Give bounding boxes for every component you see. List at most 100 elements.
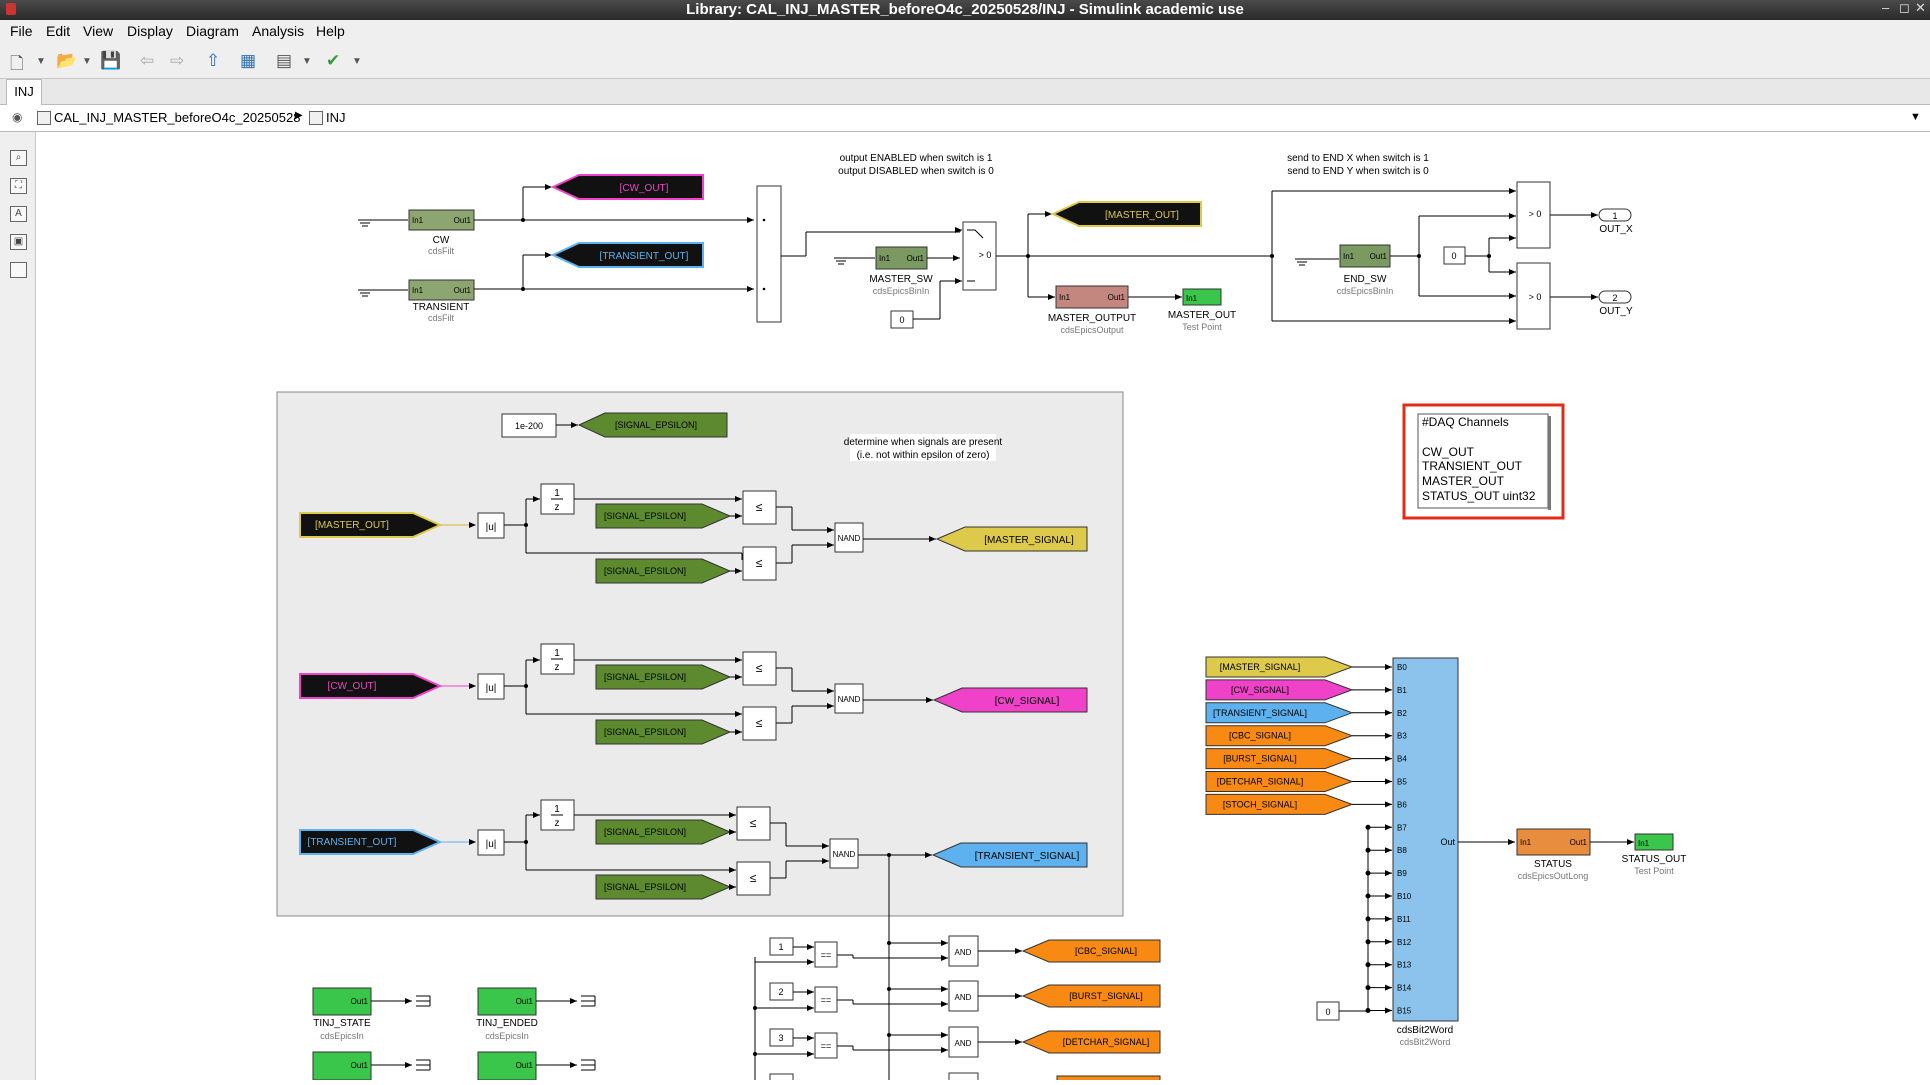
nand-block[interactable]: [829, 838, 859, 869]
epics-in-block[interactable]: [477, 1051, 537, 1081]
epics-in-block[interactable]: [312, 1051, 372, 1081]
terminator-block[interactable]: [416, 1059, 431, 1071]
master-out-testpoint[interactable]: [1182, 288, 1222, 306]
menu-help[interactable]: Help: [316, 23, 345, 39]
from-signal-epsilon[interactable]: [595, 874, 732, 900]
area-icon[interactable]: [10, 262, 27, 278]
goto-master-signal[interactable]: [935, 526, 1088, 552]
bit2word-block[interactable]: [1392, 657, 1459, 1022]
ground-block[interactable]: [834, 257, 875, 265]
menu-diagram[interactable]: Diagram: [186, 23, 239, 39]
fit-to-view-icon[interactable]: ⛶: [10, 178, 27, 194]
status-out-testpoint[interactable]: [1634, 833, 1674, 851]
annotation-output-enabled[interactable]: output ENABLED when switch is 1: [840, 153, 993, 164]
from-master-signal[interactable]: [1205, 656, 1354, 678]
breadcrumb-current[interactable]: INJ: [326, 110, 346, 125]
transient-filter-block[interactable]: [408, 279, 475, 301]
up-icon[interactable]: ⇧: [206, 51, 221, 70]
minimize-button[interactable]: –: [1882, 0, 1890, 15]
annotation-send-end-y[interactable]: send to END Y when switch is 0: [1287, 166, 1429, 177]
equals-block[interactable]: [814, 1032, 838, 1059]
check-icon[interactable]: ✔: [326, 51, 341, 70]
open-icon[interactable]: 📂: [56, 51, 78, 70]
goto-master-out[interactable]: [1050, 201, 1202, 227]
menu-analysis[interactable]: Analysis: [252, 23, 305, 39]
from-transient-signal[interactable]: [1205, 702, 1354, 724]
annotation-epsilon-note[interactable]: (i.e. not within epsilon of zero): [857, 450, 990, 461]
and-block[interactable]: [948, 1072, 979, 1085]
master-switch[interactable]: [962, 221, 997, 291]
menu-display[interactable]: Display: [127, 23, 173, 39]
goto-signal-epsilon[interactable]: [577, 412, 728, 438]
constant-block[interactable]: [769, 1073, 794, 1085]
save-icon[interactable]: 💾: [100, 51, 122, 70]
outport-out-y[interactable]: [1598, 290, 1632, 304]
from-burst-signal[interactable]: [1205, 748, 1354, 770]
goto-cw-out[interactable]: [550, 174, 704, 200]
hide-explorer-icon[interactable]: ◉: [12, 110, 23, 124]
goto-transient-out[interactable]: [550, 242, 704, 268]
terminator-block[interactable]: [581, 995, 596, 1007]
tinj-ended-block[interactable]: [477, 987, 537, 1016]
less-equal-block[interactable]: [742, 706, 777, 741]
abs-block[interactable]: [477, 829, 505, 856]
library-browser-icon[interactable]: ▦: [240, 51, 257, 70]
chevron-down-icon[interactable]: ▼: [82, 56, 92, 67]
annotation-output-disabled[interactable]: output DISABLED when switch is 0: [838, 166, 994, 177]
status-block[interactable]: [1516, 828, 1591, 856]
goto-detchar-signal[interactable]: [1021, 1030, 1161, 1054]
outport-out-x[interactable]: [1598, 208, 1632, 222]
ground-block[interactable]: [1295, 258, 1339, 266]
menu-file[interactable]: File: [10, 23, 33, 39]
zoom-icon[interactable]: ⌕: [10, 150, 27, 166]
ground-block[interactable]: [358, 289, 408, 297]
from-signal-epsilon[interactable]: [595, 558, 732, 584]
from-signal-epsilon[interactable]: [595, 819, 732, 845]
chevron-down-icon[interactable]: ▼: [36, 56, 46, 67]
from-cw-signal[interactable]: [1205, 679, 1354, 701]
annotation-icon[interactable]: A: [10, 206, 27, 222]
less-equal-block[interactable]: [742, 546, 777, 581]
chevron-down-icon[interactable]: ▼: [352, 56, 362, 67]
less-equal-block[interactable]: [742, 651, 777, 686]
from-signal-epsilon[interactable]: [595, 664, 732, 690]
nand-block[interactable]: [834, 683, 864, 714]
less-equal-block[interactable]: [736, 806, 771, 841]
less-equal-block[interactable]: [742, 490, 777, 525]
from-stoch-signal[interactable]: [1205, 793, 1354, 815]
and-block[interactable]: [948, 980, 979, 1012]
equals-block[interactable]: [814, 941, 838, 968]
from-signal-epsilon[interactable]: [595, 719, 732, 745]
menu-edit[interactable]: Edit: [46, 23, 71, 39]
close-button[interactable]: ✕: [1915, 0, 1926, 15]
annotation-send-end-x[interactable]: send to END X when switch is 1: [1287, 153, 1429, 164]
master-output-block[interactable]: [1055, 285, 1129, 309]
forward-icon[interactable]: ⇨: [170, 51, 185, 70]
ground-block[interactable]: [358, 219, 408, 227]
from-cw-out[interactable]: [299, 673, 443, 699]
from-master-out[interactable]: [299, 512, 443, 538]
goto-signal-partial[interactable]: [1056, 1075, 1161, 1085]
from-transient-out[interactable]: [299, 829, 443, 855]
goto-cbc-signal[interactable]: [1021, 939, 1161, 963]
goto-cw-signal[interactable]: [932, 687, 1088, 713]
goto-transient-signal[interactable]: [931, 842, 1088, 868]
end-x-switch[interactable]: [1516, 181, 1551, 249]
from-detchar-signal[interactable]: [1205, 771, 1354, 792]
breadcrumb-root[interactable]: CAL_INJ_MASTER_beforeO4c_20250528: [54, 110, 301, 125]
from-cbc-signal[interactable]: [1205, 725, 1354, 747]
chevron-down-icon[interactable]: ▼: [302, 56, 312, 67]
and-block[interactable]: [948, 1026, 979, 1058]
sum-block[interactable]: [756, 185, 782, 323]
equals-block[interactable]: [814, 986, 838, 1013]
chevron-down-icon[interactable]: ▼: [1910, 111, 1921, 123]
model-canvas[interactable]: output ENABLED when switch is 1 output D…: [36, 132, 1930, 1085]
end-y-switch[interactable]: [1516, 262, 1551, 330]
image-icon[interactable]: ▣: [10, 234, 27, 250]
terminator-block[interactable]: [416, 995, 431, 1007]
tab-inj[interactable]: INJ: [6, 79, 42, 105]
goto-burst-signal[interactable]: [1021, 984, 1161, 1008]
menu-view[interactable]: View: [83, 23, 114, 39]
model-config-icon[interactable]: ▤: [276, 51, 293, 70]
terminator-block[interactable]: [581, 1059, 596, 1071]
